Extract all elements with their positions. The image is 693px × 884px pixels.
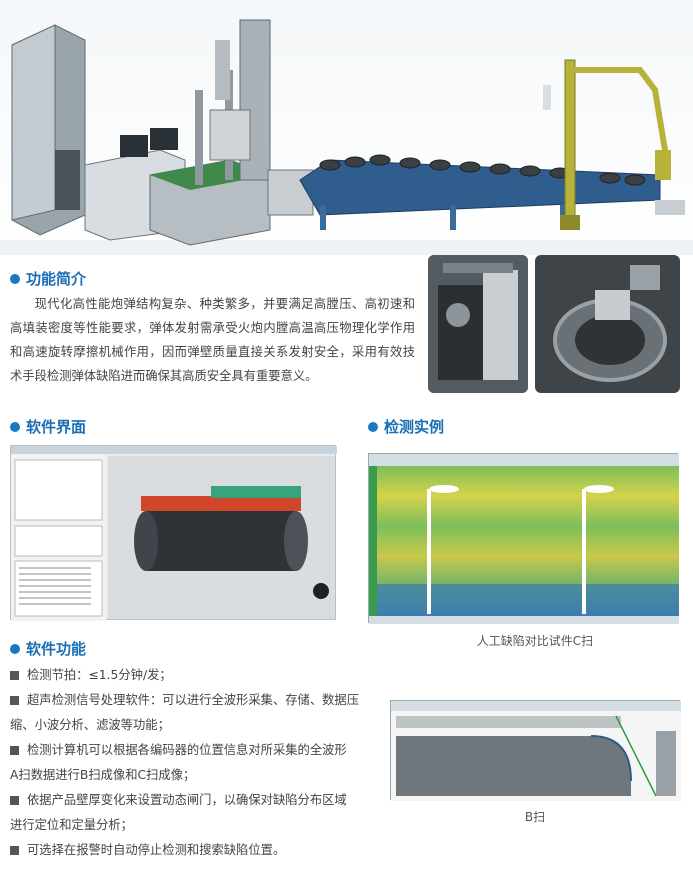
feature-text: 可选择在报警时自动停止检测和搜索缺陷位置。 [27, 843, 286, 857]
square-bullet-icon [10, 746, 19, 755]
square-bullet-icon [10, 671, 19, 680]
feature-text: 超声检测信号处理软件：可以进行全波形采集、存储、数据压 [27, 693, 360, 707]
software-screenshot [10, 445, 337, 621]
feature-item: 超声检测信号处理软件：可以进行全波形采集、存储、数据压 [10, 688, 380, 713]
equipment-photo-1 [428, 255, 528, 393]
feature-item: 检测节拍：≤1.5分钟/发； [10, 663, 380, 688]
feature-item: 依据产品壁厚变化来设置动态闸门，以确保对缺陷分布区域 [10, 788, 380, 813]
feature-text: 检测计算机可以根据各编码器的位置信息对所采集的全波形 [27, 743, 347, 757]
cscan-caption: 人工缺陷对比试件C扫 [476, 634, 594, 648]
intro-heading-text: 功能简介 [26, 270, 87, 288]
bullet-dot-icon [368, 421, 378, 432]
feature-item: 检测计算机可以根据各编码器的位置信息对所采集的全波形 [10, 738, 380, 763]
software-function-heading: 软件功能 [10, 638, 86, 659]
feature-text: 依据产品壁厚变化来设置动态闸门，以确保对缺陷分布区域 [27, 793, 347, 807]
cscan-image [368, 453, 679, 624]
intro-heading: 功能简介 [10, 268, 86, 289]
equipment-photo-2 [535, 255, 680, 393]
feature-item-continued: 进行定位和定量分析； [10, 818, 133, 832]
example-heading: 检测实例 [368, 416, 444, 437]
example-heading-text: 检测实例 [384, 418, 445, 436]
software-function-heading-text: 软件功能 [26, 640, 87, 658]
equipment-illustration [0, 0, 693, 255]
square-bullet-icon [10, 846, 19, 855]
feature-item-continued: A扫数据进行B扫成像和C扫成像； [10, 768, 196, 782]
feature-text: 检测节拍：≤1.5分钟/发； [27, 668, 172, 682]
software-ui-heading-text: 软件界面 [26, 418, 87, 436]
feature-list: 检测节拍：≤1.5分钟/发； 超声检测信号处理软件：可以进行全波形采集、存储、数… [10, 663, 380, 863]
feature-item-continued: 缩、小波分析、滤波等功能； [10, 718, 170, 732]
square-bullet-icon [10, 796, 19, 805]
feature-item: 可选择在报警时自动停止检测和搜索缺陷位置。 [10, 838, 380, 863]
software-ui-heading: 软件界面 [10, 416, 86, 437]
intro-paragraph: 现代化高性能炮弹结构复杂、种类繁多，并要满足高膛压、高初速和高填装密度等性能要求… [10, 297, 415, 383]
bullet-dot-icon [10, 421, 20, 432]
square-bullet-icon [10, 696, 19, 705]
bullet-dot-icon [10, 643, 20, 654]
bullet-dot-icon [10, 273, 20, 284]
bscan-caption: B扫 [524, 810, 546, 824]
bscan-image [390, 700, 681, 801]
